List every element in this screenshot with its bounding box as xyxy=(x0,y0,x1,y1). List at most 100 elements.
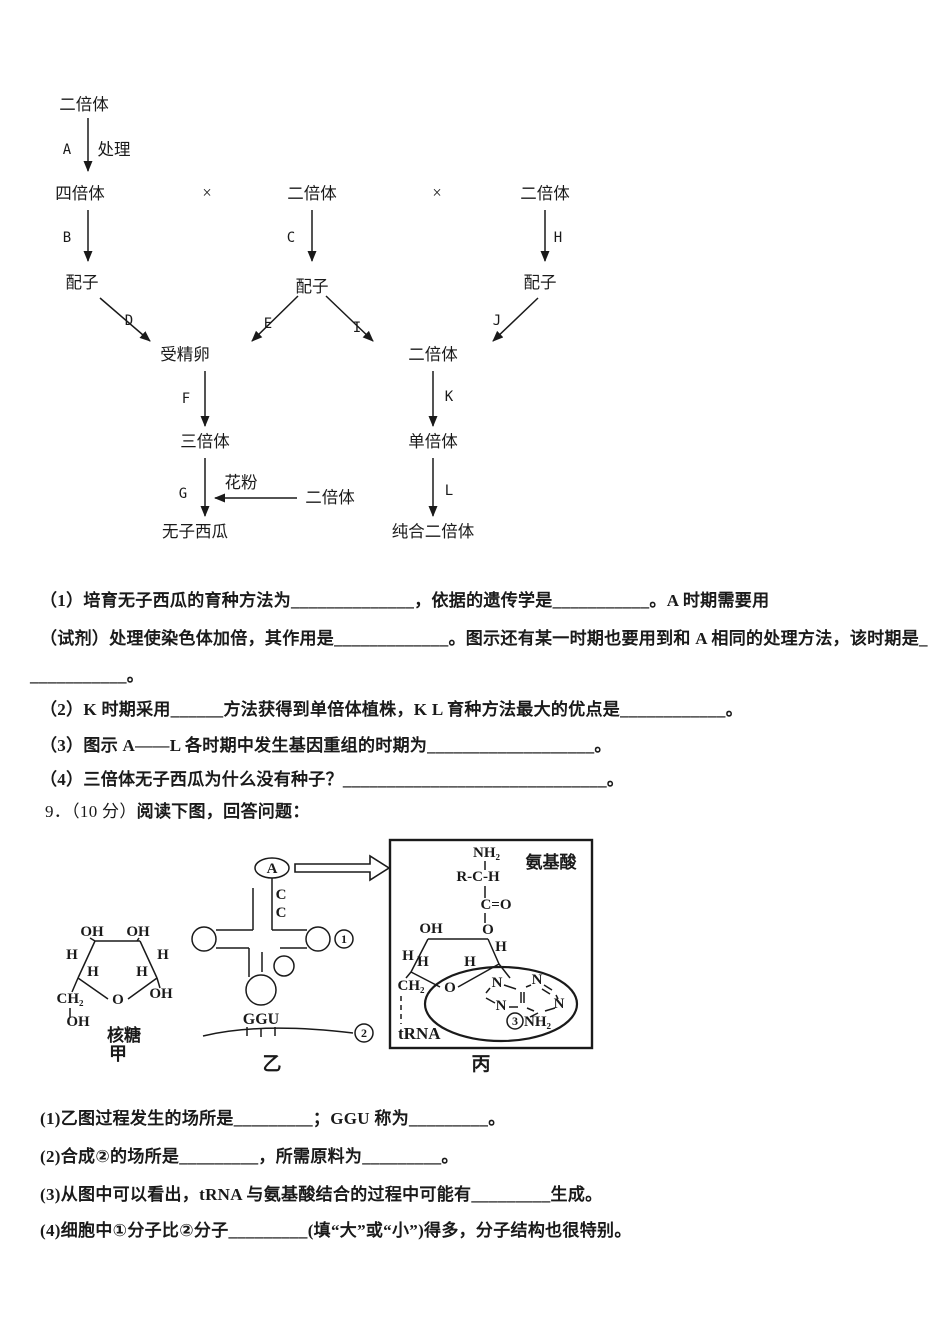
label-l: L xyxy=(445,483,453,499)
label-chuli: 处理 xyxy=(98,140,131,159)
oh-label: OH xyxy=(126,924,150,940)
nh2-label: NH₂ xyxy=(524,1014,552,1030)
arrow-e xyxy=(251,295,299,342)
label-k: K xyxy=(445,389,454,405)
anticodon-loop xyxy=(245,974,277,1006)
label-c: C xyxy=(287,230,295,246)
h-label: H xyxy=(417,954,429,970)
trna-label: tRNA xyxy=(398,1024,441,1043)
label-a: A xyxy=(63,142,72,158)
label-g: G xyxy=(179,486,187,502)
breeding-flowchart: 二倍体 A 处理 四倍体 × 二倍体 × 二倍体 B C H 配子 配子 配子 … xyxy=(55,95,570,541)
label-j: J xyxy=(493,313,501,329)
node-diploid-pollen: 二倍体 xyxy=(305,488,355,507)
circle-mark-1 xyxy=(334,929,354,949)
q9-number: 9．（10 分） xyxy=(45,802,137,821)
node-seedless-watermelon: 无子西瓜 xyxy=(162,522,228,541)
circle-mark-3 xyxy=(506,1012,524,1030)
q9-line2: (2)合成②的场所是_________，所需原料为_________。 xyxy=(40,1147,459,1166)
node-haploid: 单倍体 xyxy=(408,432,458,451)
node-diploid-lower: 二倍体 xyxy=(408,345,458,364)
h-label: H xyxy=(464,954,476,970)
label-pollen: 花粉 xyxy=(225,473,258,492)
cross-symbol-2: × xyxy=(432,183,441,202)
o-label: O xyxy=(482,922,494,938)
variable-loop xyxy=(273,955,295,977)
ch2-label: CH₂ xyxy=(57,991,85,1007)
left-loop xyxy=(191,926,217,952)
h-label: H xyxy=(136,964,148,980)
ribose-caption: 核糖 xyxy=(107,1025,141,1045)
ribose2-bonds xyxy=(405,938,511,988)
q8-line1: （1）培育无子西瓜的育种方法为______________，依据的遗传学是___… xyxy=(40,591,770,610)
arrow-d xyxy=(99,297,151,342)
label-b: B xyxy=(63,230,71,246)
ggu-label: GGU xyxy=(243,1011,280,1028)
mrna-curve xyxy=(202,1027,354,1037)
circle-mark-2 xyxy=(354,1023,374,1043)
a-label: A xyxy=(267,861,278,877)
adenine-bonds xyxy=(485,984,559,1018)
node-tetraploid: 四倍体 xyxy=(55,184,105,203)
node-gamete-right: 配子 xyxy=(524,273,557,292)
q8-line4: （2）K 时期采用______方法获得到单倍体植株，K L 育种方法最大的优点是… xyxy=(40,700,743,719)
label-i: I xyxy=(353,320,361,336)
oh-label: OH xyxy=(419,921,443,937)
node-zygote: 受精卵 xyxy=(160,345,210,364)
o-label: O xyxy=(112,992,124,1008)
node-diploid-top: 二倍体 xyxy=(59,95,109,114)
q8-line5: （3）图示 A——L 各时期中发生基因重组的时期为_______________… xyxy=(40,736,612,755)
label-f: F xyxy=(182,391,190,407)
trna-cloverleaf: A C C 1 GGU 2 乙 xyxy=(191,854,391,1075)
q8-line2: （试剂）处理使染色体加倍，其作用是_____________。图示还有某一时期也… xyxy=(40,629,928,648)
big-arrow-icon xyxy=(294,854,391,882)
node-gamete-mid: 配子 xyxy=(296,277,329,296)
yi-caption: 乙 xyxy=(262,1054,281,1075)
ribose-bonds xyxy=(69,937,161,1017)
n-label: N xyxy=(554,996,565,1012)
node-triploid: 三倍体 xyxy=(180,432,230,451)
h-label: H xyxy=(495,939,507,955)
n-label: N xyxy=(496,998,507,1014)
label-e: E xyxy=(264,316,272,332)
oh-label: OH xyxy=(149,986,173,1002)
node-gamete-left: 配子 xyxy=(66,273,99,292)
q8-line6: （4）三倍体无子西瓜为什么没有种子？______________________… xyxy=(40,770,625,789)
q9-title: 阅读下图，回答问题： xyxy=(136,802,310,821)
q9-line4: (4)细胞中①分子比②分子_________(填“大”或“小”)得多，分子结构也… xyxy=(40,1221,632,1240)
node-diploid-mid: 二倍体 xyxy=(287,184,337,203)
bing-caption: 丙 xyxy=(471,1054,490,1075)
cloverleaf-outline xyxy=(216,878,307,977)
arrow-j xyxy=(492,297,539,342)
co-label: C=O xyxy=(480,897,511,913)
nh2-label: NH₂ xyxy=(473,845,501,861)
rch-label: R-C-H xyxy=(456,869,500,885)
n-label: N xyxy=(532,972,543,988)
h-label: H xyxy=(87,964,99,980)
node-pure-diploid: 纯合二倍体 xyxy=(392,522,475,541)
mark-1-label: 1 xyxy=(341,932,347,946)
right-loop xyxy=(305,926,331,952)
arrow-i xyxy=(325,295,374,342)
box-frame xyxy=(388,838,594,1050)
ribose-structure: OH OH H H H H CH₂ O OH OH 核糖 甲 xyxy=(57,924,173,1064)
c-label: C xyxy=(276,887,287,903)
node-diploid-right: 二倍体 xyxy=(520,184,570,203)
cross-symbol-1: × xyxy=(202,183,211,202)
biology-diagram: OH OH H H H H CH₂ O OH OH 核糖 甲 A C C 1 G… xyxy=(57,838,594,1075)
o-label: O xyxy=(444,980,456,996)
q9-line1: (1)乙图过程发生的场所是_________；GGU 称为_________。 xyxy=(40,1109,506,1128)
oh-label: OH xyxy=(80,924,104,940)
h-label: H xyxy=(157,947,169,963)
h-label: H xyxy=(402,948,414,964)
oh-label: OH xyxy=(66,1014,90,1030)
mark-2-label: 2 xyxy=(361,1026,367,1040)
jia-caption: 甲 xyxy=(109,1044,127,1064)
amino-acid-box: NH₂ 氨基酸 R-C-H C=O O OH H H H H CH₂ O tRN… xyxy=(388,838,594,1075)
adenine-ellipse xyxy=(423,965,579,1043)
amino-acid-caption: 氨基酸 xyxy=(526,852,578,872)
n-label: N xyxy=(492,975,503,991)
q8-line3: ___________。 xyxy=(30,666,145,685)
q9-line3: (3)从图中可以看出，tRNA 与氨基酸结合的过程中可能有_________生成… xyxy=(40,1185,603,1204)
